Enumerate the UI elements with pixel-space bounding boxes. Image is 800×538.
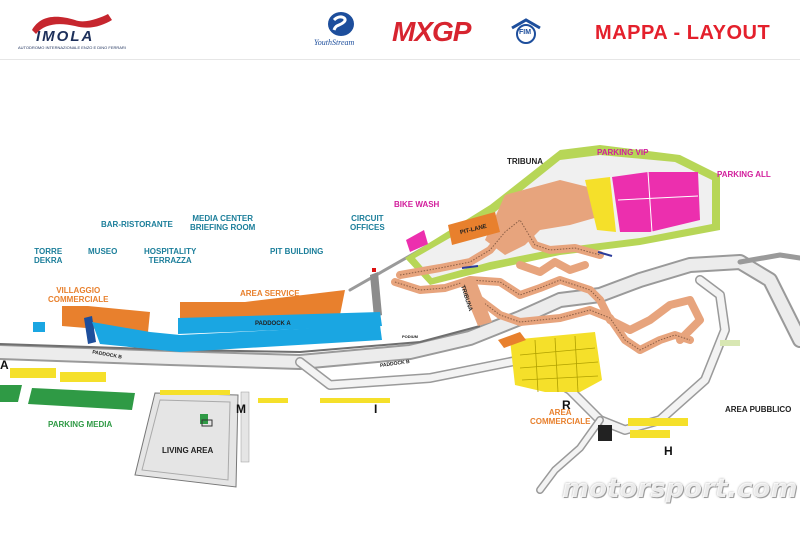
- label-area-commerciale-line1: AREA: [548, 408, 572, 417]
- direction-arrow: [597, 251, 613, 257]
- label-circuit-offices: CIRCUIT OFFICES: [350, 214, 385, 232]
- page-title: MAPPA - LAYOUT: [595, 22, 771, 44]
- track-area-top: [485, 180, 605, 255]
- marker-i: I: [374, 402, 378, 416]
- youthstream-logo-text: YouthStream: [314, 38, 355, 47]
- torre-dekra-building: [33, 322, 45, 332]
- label-parking-media: PARKING MEDIA: [48, 420, 113, 429]
- direction-arrow: [461, 265, 479, 269]
- fim-logo: FIM: [508, 16, 544, 46]
- label-torre-dekra: TORRE DEKRA: [34, 247, 62, 265]
- label-villaggio-line2: COMMERCIALE: [48, 295, 109, 304]
- parking-yellow: [585, 177, 616, 232]
- label-hospitality-line1: HOSPITALITY: [144, 247, 197, 256]
- marker-a: A: [0, 358, 9, 372]
- imola-logo-mark: [32, 14, 112, 34]
- label-villaggio: VILLAGGIO COMMERCIALE: [48, 286, 108, 304]
- header-bar: IMOLA AUTODROMO INTERNAZIONALE ENZO E DI…: [0, 0, 800, 58]
- label-museo: MUSEO: [88, 247, 118, 256]
- parking-media-strip: [28, 388, 135, 410]
- label-bike-wash: BIKE WASH: [394, 200, 440, 209]
- parking-vip-area: [612, 172, 700, 232]
- label-hospitality-line2: TERRAZZA: [148, 256, 192, 265]
- youthstream-logo: YouthStream: [308, 10, 374, 50]
- yellow-area: [320, 398, 390, 403]
- label-media-center-line2: BRIEFING ROOM: [190, 223, 256, 232]
- label-area-service: AREA SERVICE: [240, 289, 300, 298]
- label-paddock-a: PADDOCK A: [255, 321, 291, 327]
- watermark: motorsport.com: [562, 474, 798, 504]
- mxgp-logo: MXGP: [392, 16, 471, 47]
- label-area-commerciale: AREA COMMERCIALE: [530, 408, 590, 426]
- label-parking-all: PARKING ALL: [717, 170, 771, 179]
- imola-logo-subtext: AUTODROMO INTERNAZIONALE ENZO E DINO FER…: [18, 45, 126, 50]
- mx-track-edge: [394, 219, 691, 351]
- villaggio-commerciale-area: [62, 306, 150, 332]
- bike-wash-area: [406, 230, 428, 252]
- fim-logo-mark: [511, 18, 541, 44]
- tribuna-stand: [460, 278, 492, 326]
- fim-logo-text: FIM: [519, 29, 532, 36]
- label-hospitality: HOSPITALITY TERRAZZA: [144, 247, 196, 265]
- marker-m: M: [236, 402, 246, 416]
- pit-lane-building: [448, 212, 500, 245]
- header-divider: [0, 59, 800, 60]
- label-tribuna-top: TRIBUNA: [507, 157, 543, 166]
- outer-track: [0, 183, 800, 494]
- yellow-area: [10, 368, 56, 378]
- marker-h: H: [664, 444, 673, 458]
- circuit-offices-building: [370, 272, 382, 318]
- marker-r: R: [562, 398, 571, 412]
- label-torre-dekra-line1: TORRE: [34, 247, 63, 256]
- label-media-center-line1: MEDIA CENTER: [192, 214, 253, 223]
- bridge: [598, 425, 612, 441]
- label-circuit-offices-line1: CIRCUIT: [351, 214, 384, 223]
- label-circuit-offices-line2: OFFICES: [350, 223, 385, 232]
- label-media-center: MEDIA CENTER BRIEFING ROOM: [190, 214, 255, 232]
- label-area-commerciale-line2: COMMERCIALE: [530, 417, 591, 426]
- imola-logo-text: IMOLA: [36, 28, 95, 45]
- label-torre-dekra-line2: DEKRA: [34, 256, 63, 265]
- imola-logo: IMOLA AUTODROMO INTERNAZIONALE ENZO E DI…: [18, 12, 158, 52]
- parking-media-strip: [0, 385, 22, 402]
- paddock-a: [92, 322, 382, 352]
- label-villaggio-line1: VILLAGGIO: [56, 286, 101, 295]
- label-parking-vip: PARKING VIP: [597, 148, 649, 157]
- yellow-area: [60, 372, 106, 382]
- label-podium: PODIUM: [402, 334, 418, 339]
- area-service: [180, 290, 345, 320]
- label-living-area: LIVING AREA: [162, 446, 214, 455]
- yellow-area: [628, 418, 688, 426]
- main-straight: [0, 325, 481, 354]
- living-area: [134, 392, 239, 488]
- label-pit-building: PIT BUILDING: [270, 247, 324, 256]
- label-area-pubblico: AREA PUBBLICO: [725, 405, 792, 414]
- label-bar-ristorante: BAR-RISTORANTE: [101, 220, 173, 229]
- youthstream-logo-mark: [328, 12, 354, 36]
